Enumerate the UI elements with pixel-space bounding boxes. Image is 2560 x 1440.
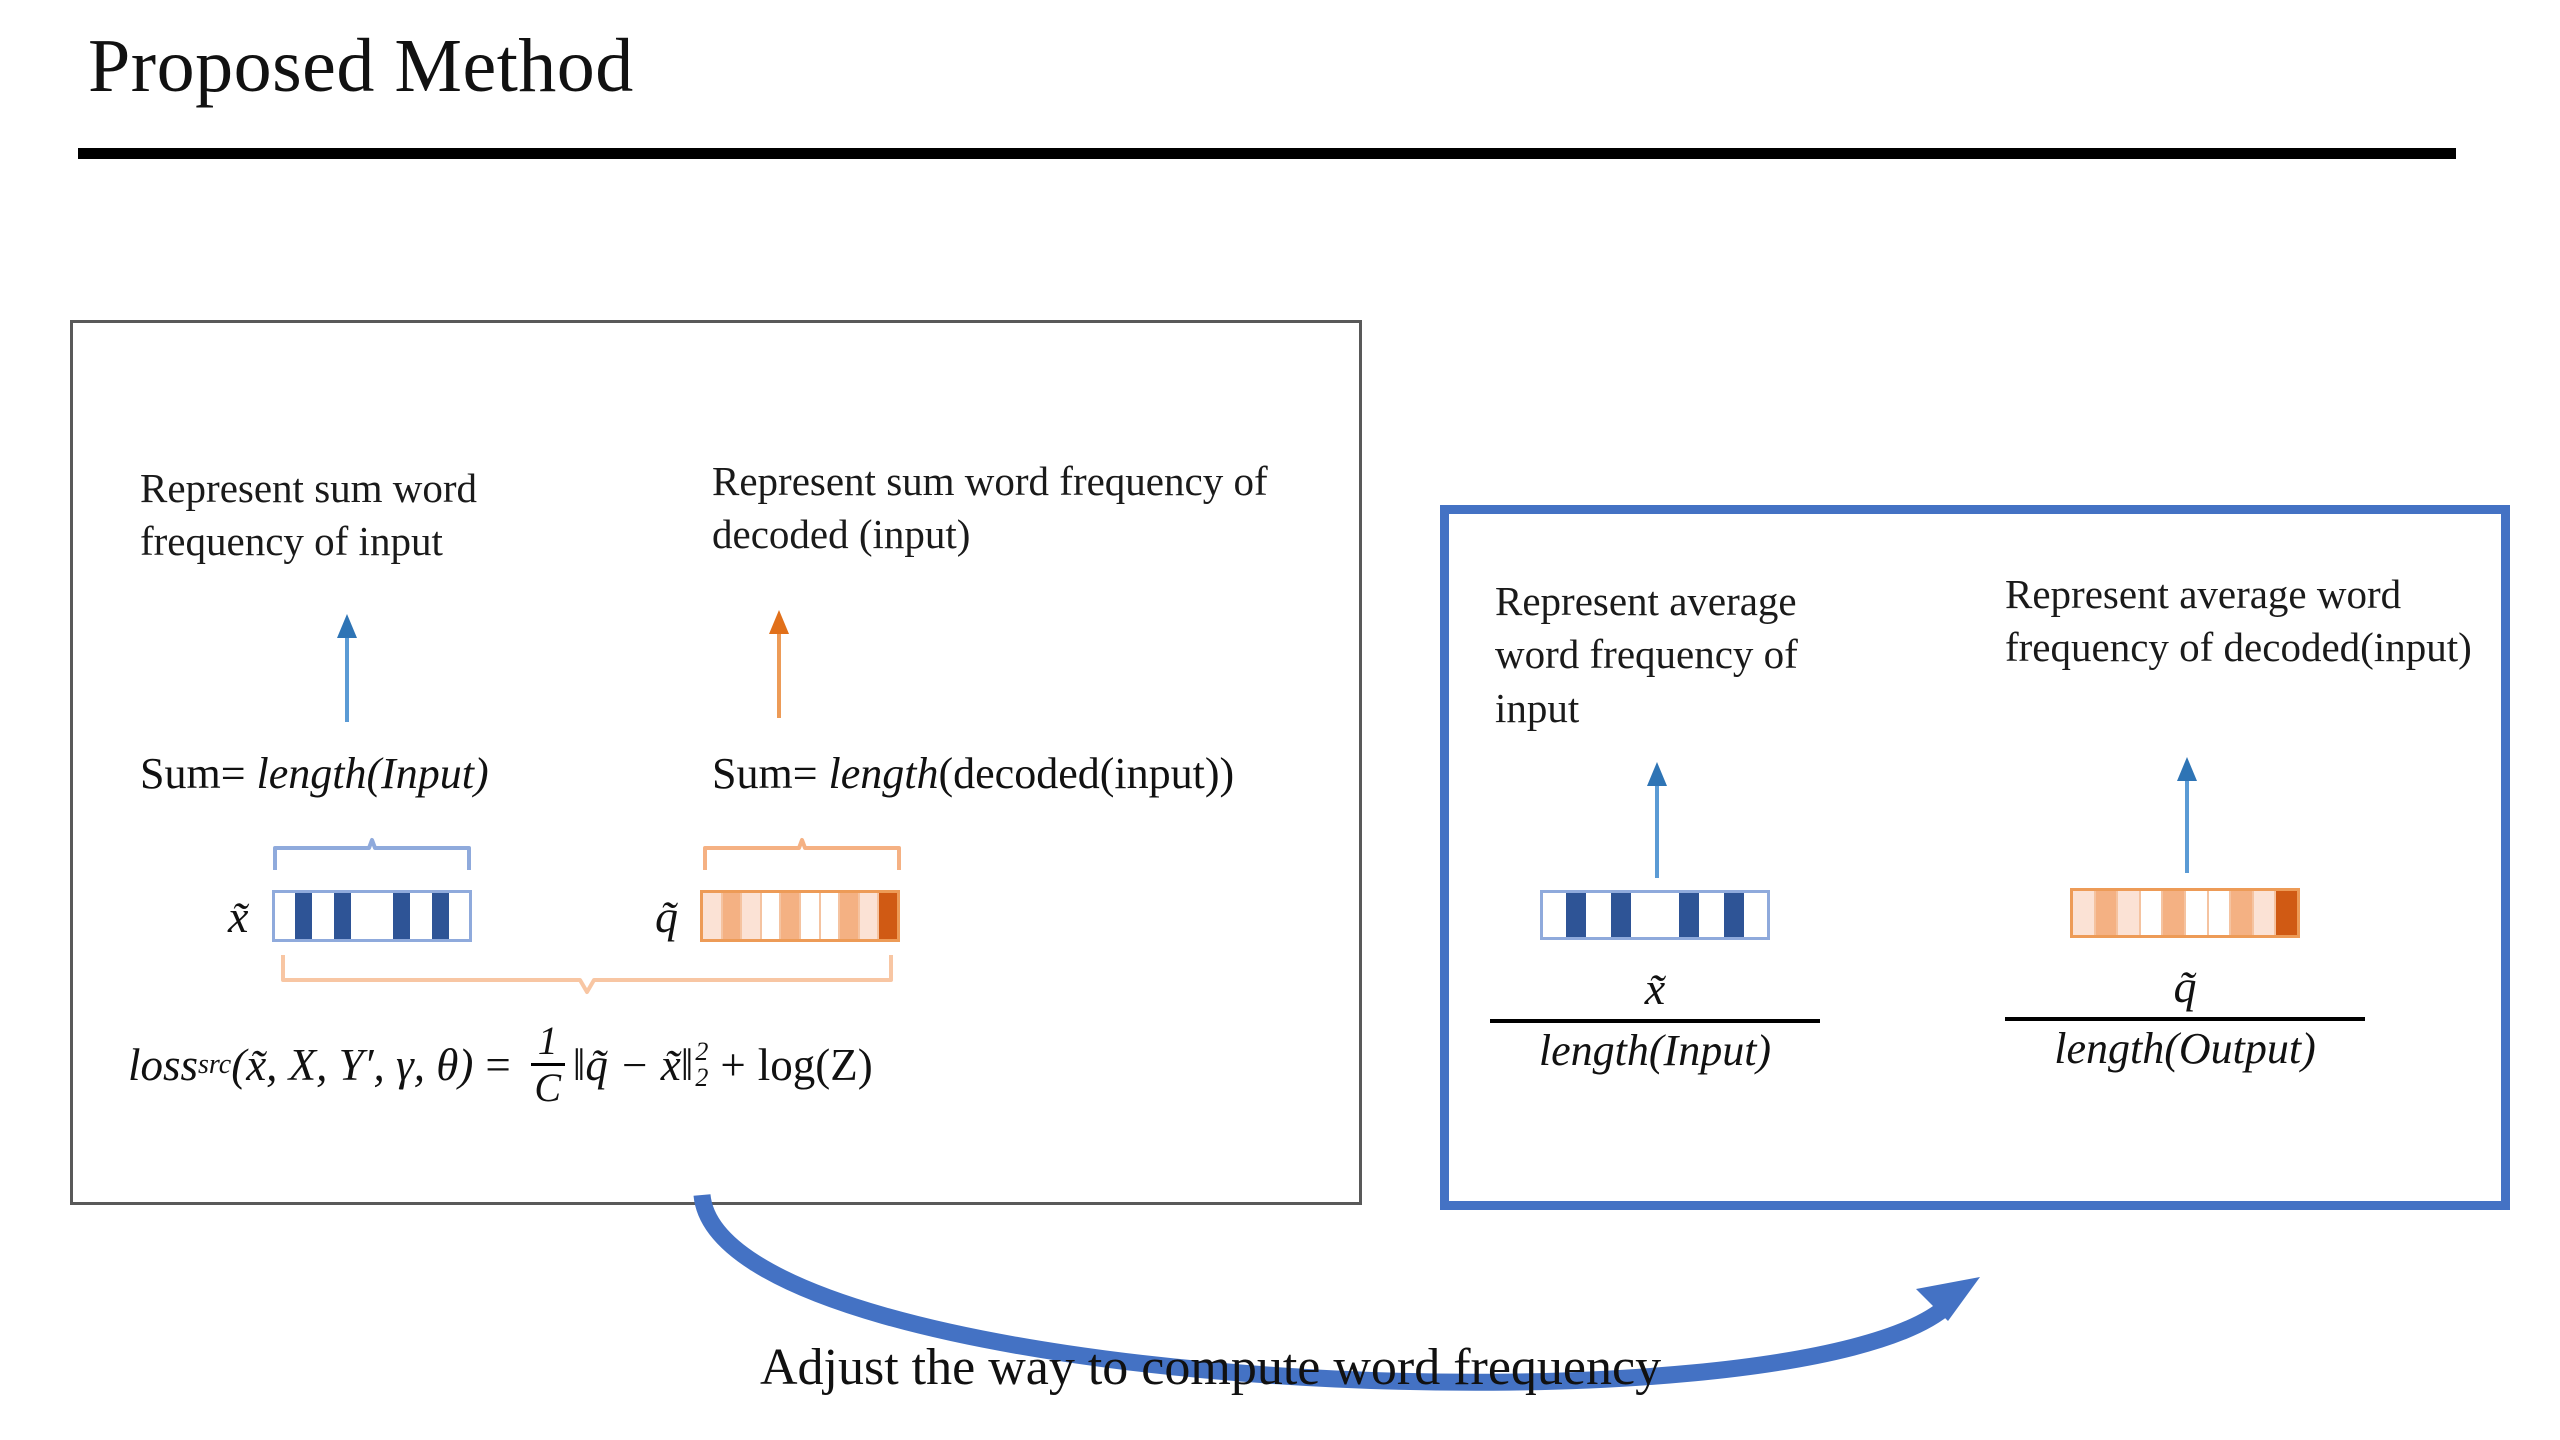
fraction-q-over-length-output: q̃ length(Output)	[2005, 961, 2365, 1074]
vector-cell	[2253, 891, 2277, 935]
loss-formula-subscript: src	[198, 1048, 232, 1080]
loss-formula-fraction: 1 C	[530, 1018, 565, 1110]
vector-cell	[275, 893, 295, 939]
fraction-x-over-length-input: x̃ length(Input)	[1490, 963, 1820, 1076]
left-panel-sum-method	[70, 320, 1362, 1205]
loss-formula-norm-sub: 2	[695, 1062, 709, 1092]
vector-cell	[294, 893, 315, 939]
sum-equation-decoded-math-rest: (decoded(input))	[938, 749, 1235, 798]
vector-cell	[742, 893, 762, 939]
right-panel-average-method	[1440, 505, 2510, 1210]
vector-cell	[722, 893, 743, 939]
sum-equation-decoded-math-italic: length	[828, 749, 939, 798]
vector-cell	[333, 893, 354, 939]
sum-equation-decoded: Sum= length(decoded(input))	[712, 748, 1234, 799]
vector-cell	[392, 893, 413, 939]
sum-equation-input-prefix: Sum=	[140, 749, 257, 798]
vector-cell	[451, 893, 469, 939]
blue-up-arrow-icon	[337, 614, 357, 722]
vector-cell	[1701, 893, 1724, 937]
blue-up-arrow-icon-right-left	[1647, 762, 1667, 878]
q-tilde-symbol-left: q̃	[655, 891, 678, 942]
curved-transition-arrow-icon	[693, 1193, 1980, 1391]
loss-formula-frac-numerator: 1	[537, 1018, 558, 1063]
page-title: Proposed Method	[88, 24, 634, 108]
x-tilde-symbol-left: x̃	[228, 891, 249, 942]
vector-cell	[314, 893, 334, 939]
vector-q-tilde-left	[700, 890, 900, 942]
vector-cell	[1678, 893, 1702, 937]
vector-cell	[2118, 891, 2141, 935]
vector-cell	[1633, 893, 1656, 937]
blue-up-arrow-icon-right-right	[2177, 757, 2197, 873]
loss-formula-norm-sup: 2	[695, 1036, 709, 1066]
vector-cell	[1655, 893, 1679, 937]
loss-formula-equals: =	[485, 1039, 511, 1090]
vector-cell	[781, 893, 801, 939]
vector-cell	[859, 893, 880, 939]
vector-cell	[879, 893, 897, 939]
vector-cell	[1746, 893, 1767, 937]
orange-brace-icon	[703, 838, 901, 870]
vector-cell	[800, 893, 821, 939]
fraction-left-denominator: length(Input)	[1538, 1026, 1772, 1076]
vector-cell	[820, 893, 841, 939]
vector-cell	[2276, 891, 2297, 935]
fraction-left-bar	[1490, 1019, 1820, 1024]
fraction-right-denominator: length(Output)	[2054, 1024, 2316, 1074]
vector-cell	[1565, 893, 1589, 937]
loss-formula-args: (x̃, X, Y′, γ, θ)	[231, 1039, 474, 1090]
fraction-right-numerator: q̃	[2173, 961, 2197, 1012]
vector-cell	[840, 893, 860, 939]
loss-formula-frac-bar	[530, 1063, 565, 1066]
vector-cell	[2231, 891, 2254, 935]
vector-q-tilde-right	[2070, 888, 2300, 938]
vector-cell	[412, 893, 432, 939]
vector-cell	[2163, 891, 2186, 935]
vector-x-tilde-right	[1540, 890, 1770, 940]
vector-cell	[2095, 891, 2119, 935]
adjust-caption: Adjust the way to compute word frequency	[760, 1339, 1662, 1396]
loss-formula-plus: +	[720, 1039, 746, 1090]
vector-cell	[1543, 893, 1566, 937]
fraction-right-bar	[2005, 1017, 2365, 1022]
sum-equation-input: Sum= length(Input)	[140, 748, 489, 799]
orange-wide-brace-icon	[281, 955, 893, 994]
loss-formula-norm: ‖q̃ − x̃‖	[572, 1039, 694, 1090]
loss-formula-frac-denominator: C	[534, 1065, 562, 1110]
vector-cell	[761, 893, 782, 939]
vector-cell	[1588, 893, 1611, 937]
loss-formula-log-term: log(Z)	[757, 1039, 873, 1090]
vector-cell	[703, 893, 723, 939]
blue-brace-icon	[273, 838, 471, 870]
left-panel-caption-decoded: Represent sum word frequency of decoded …	[712, 458, 1268, 558]
sum-equation-input-math: length(Input)	[256, 749, 489, 798]
title-divider	[78, 148, 2456, 159]
vector-cell	[2185, 891, 2209, 935]
vector-cell	[431, 893, 452, 939]
vector-cell	[2208, 891, 2232, 935]
vector-cell	[353, 893, 373, 939]
left-panel-caption-input: Represent sum word frequency of input	[140, 465, 478, 565]
orange-up-arrow-icon	[769, 610, 789, 718]
vector-cell	[2140, 891, 2164, 935]
sum-equation-decoded-prefix: Sum=	[712, 749, 829, 798]
right-panel-caption-decoded: Represent average word frequency of deco…	[2005, 571, 2472, 671]
right-panel-caption-input: Represent average word frequency of inpu…	[1495, 578, 1798, 731]
vector-cell	[372, 893, 393, 939]
fraction-left-numerator: x̃	[1644, 963, 1666, 1014]
vector-cell	[1610, 893, 1634, 937]
vector-cell	[1723, 893, 1747, 937]
vector-x-tilde-left	[272, 890, 472, 942]
loss-formula-name: loss	[128, 1039, 199, 1090]
vector-cell	[2073, 891, 2096, 935]
